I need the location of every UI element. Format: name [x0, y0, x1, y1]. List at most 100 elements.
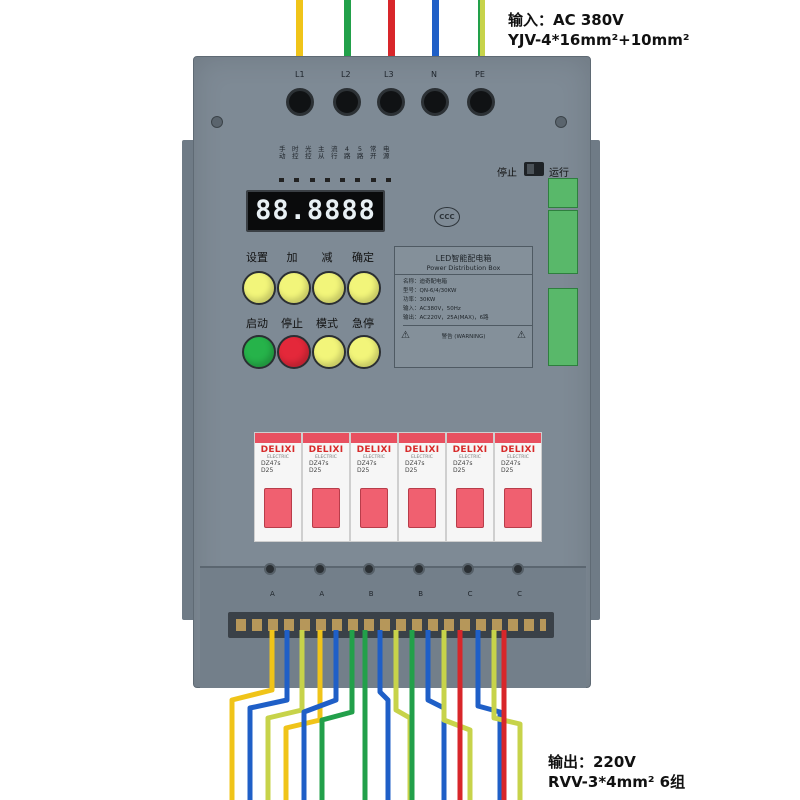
- function-label: 电源: [383, 145, 390, 160]
- breaker-rating: D25: [405, 467, 418, 474]
- indicator-led: [324, 178, 330, 182]
- breaker-rating: D25: [357, 467, 370, 474]
- button-label-emergency: 急停: [352, 317, 374, 330]
- breaker-model: DZ47s: [501, 460, 521, 467]
- breaker-handle[interactable]: [408, 488, 436, 528]
- circuit-breaker-6[interactable]: DELIXI ELECTRIC DZ47s D25: [494, 432, 542, 542]
- start-button[interactable]: [242, 335, 276, 369]
- nameplate-line: 功率：30KW: [403, 297, 436, 303]
- terminal-screw: [363, 563, 376, 575]
- circuit-breaker-2[interactable]: DELIXI ELECTRIC DZ47s D25: [302, 432, 350, 542]
- circuit-breaker-4[interactable]: DELIXI ELECTRIC DZ47s D25: [398, 432, 446, 542]
- breaker-top-band: [303, 433, 349, 443]
- green-connector-top: [548, 178, 578, 208]
- breaker-brand: DELIXI: [260, 445, 296, 455]
- terminal-label-pe: PE: [475, 70, 485, 79]
- confirm-button[interactable]: [347, 271, 381, 305]
- output-terminal-block: [228, 612, 554, 638]
- terminal-hole-n: [421, 88, 449, 116]
- input-spec-cable: YJV-4*16mm²+10mm²: [508, 31, 690, 49]
- terminal-hole-l2: [333, 88, 361, 116]
- breaker-top-band: [447, 433, 493, 443]
- increase-button[interactable]: [277, 271, 311, 305]
- breaker-sub-brand: ELECTRIC: [459, 455, 481, 460]
- input-wire-pe: [478, 0, 485, 90]
- circuit-breaker-1[interactable]: DELIXI ELECTRIC DZ47s D25: [254, 432, 302, 542]
- output-terminal-label: B: [418, 590, 423, 598]
- input-wire-l3: [388, 0, 395, 90]
- breaker-model: DZ47s: [309, 460, 329, 467]
- switch-stop-label: 停止: [497, 168, 517, 179]
- breaker-rating: D25: [501, 467, 514, 474]
- breaker-handle[interactable]: [360, 488, 388, 528]
- button-label-confirm: 确定: [352, 251, 374, 264]
- input-spec-voltage: 输入：AC 380V: [508, 11, 624, 29]
- terminal-screw: [462, 563, 475, 575]
- nameplate-subtitle: Power Distribution Box: [395, 264, 532, 275]
- breaker-handle[interactable]: [312, 488, 340, 528]
- output-terminal-label: A: [270, 590, 275, 598]
- terminal-screw: [511, 563, 524, 575]
- terminal-screw: [412, 563, 425, 575]
- terminal-label-l2: L2: [341, 70, 351, 79]
- indicator-led: [279, 178, 284, 182]
- indicator-led-row: [279, 178, 391, 182]
- green-connector-bottom: [548, 288, 578, 366]
- breaker-model: DZ47s: [405, 460, 425, 467]
- indicator-led: [355, 178, 361, 182]
- nameplate-line: 型号：QN-6/4/30KW: [403, 288, 457, 294]
- settings-button[interactable]: [242, 271, 276, 305]
- breaker-handle[interactable]: [456, 488, 484, 528]
- breaker-brand: DELIXI: [308, 445, 344, 455]
- indicator-led: [309, 178, 315, 182]
- terminal-label-l3: L3: [384, 70, 394, 79]
- button-label-settings: 设置: [246, 251, 268, 264]
- breaker-sub-brand: ELECTRIC: [411, 455, 433, 460]
- run-stop-switch[interactable]: [524, 162, 544, 176]
- nameplate-line: 输入：AC380V，50Hz: [403, 306, 461, 312]
- output-terminal-labels: A A B B C C: [270, 590, 522, 598]
- ccc-mark: CCC: [434, 207, 460, 227]
- output-spec-cable: RVV-3*4mm² 6组: [548, 773, 686, 791]
- button-label-decrease: 减: [321, 251, 333, 264]
- breaker-brand: DELIXI: [404, 445, 440, 455]
- breaker-sub-brand: ELECTRIC: [507, 455, 529, 460]
- indicator-led: [340, 178, 346, 182]
- stop-button[interactable]: [277, 335, 311, 369]
- screw-top-left: [211, 116, 223, 128]
- output-spec: 输出：220V RVV-3*4mm² 6组: [548, 752, 685, 792]
- switch-run-label: 运行: [549, 168, 569, 179]
- breaker-model: DZ47s: [261, 460, 281, 467]
- breaker-handle[interactable]: [264, 488, 292, 528]
- breaker-brand: DELIXI: [356, 445, 392, 455]
- decrease-button[interactable]: [312, 271, 346, 305]
- emergency-stop-button[interactable]: [347, 335, 381, 369]
- breaker-brand: DELIXI: [452, 445, 488, 455]
- breaker-handle[interactable]: [504, 488, 532, 528]
- circuit-breaker-3[interactable]: DELIXI ELECTRIC DZ47s D25: [350, 432, 398, 542]
- mode-button[interactable]: [312, 335, 346, 369]
- nameplate-line: 名称：迪奇配电箱: [403, 279, 448, 285]
- screw-top-right: [555, 116, 567, 128]
- terminal-hole-l1: [286, 88, 314, 116]
- breaker-rating: D25: [309, 467, 322, 474]
- terminal-hole-pe: [467, 88, 495, 116]
- input-spec: 输入：AC 380V YJV-4*16mm²+10mm²: [508, 10, 689, 50]
- breaker-top-band: [255, 433, 301, 443]
- breaker-output-screws: [264, 563, 524, 575]
- breaker-top-band: [351, 433, 397, 443]
- function-label: 光控: [305, 145, 312, 160]
- breaker-row: DELIXI ELECTRIC DZ47s D25 DELIXI ELECTRI…: [254, 432, 546, 548]
- indicator-led: [385, 178, 391, 182]
- output-terminal-label: C: [467, 590, 473, 598]
- output-terminal-label: B: [368, 590, 374, 598]
- breaker-top-band: [495, 433, 541, 443]
- breaker-sub-brand: ELECTRIC: [315, 455, 337, 460]
- circuit-breaker-5[interactable]: DELIXI ELECTRIC DZ47s D25: [446, 432, 494, 542]
- input-wire-l2: [344, 0, 351, 90]
- button-label-increase: 加: [286, 251, 298, 264]
- breaker-rating: D25: [261, 467, 274, 474]
- function-label: 5路: [357, 145, 364, 160]
- function-label: 主从: [318, 145, 325, 160]
- terminal-screw: [313, 563, 326, 575]
